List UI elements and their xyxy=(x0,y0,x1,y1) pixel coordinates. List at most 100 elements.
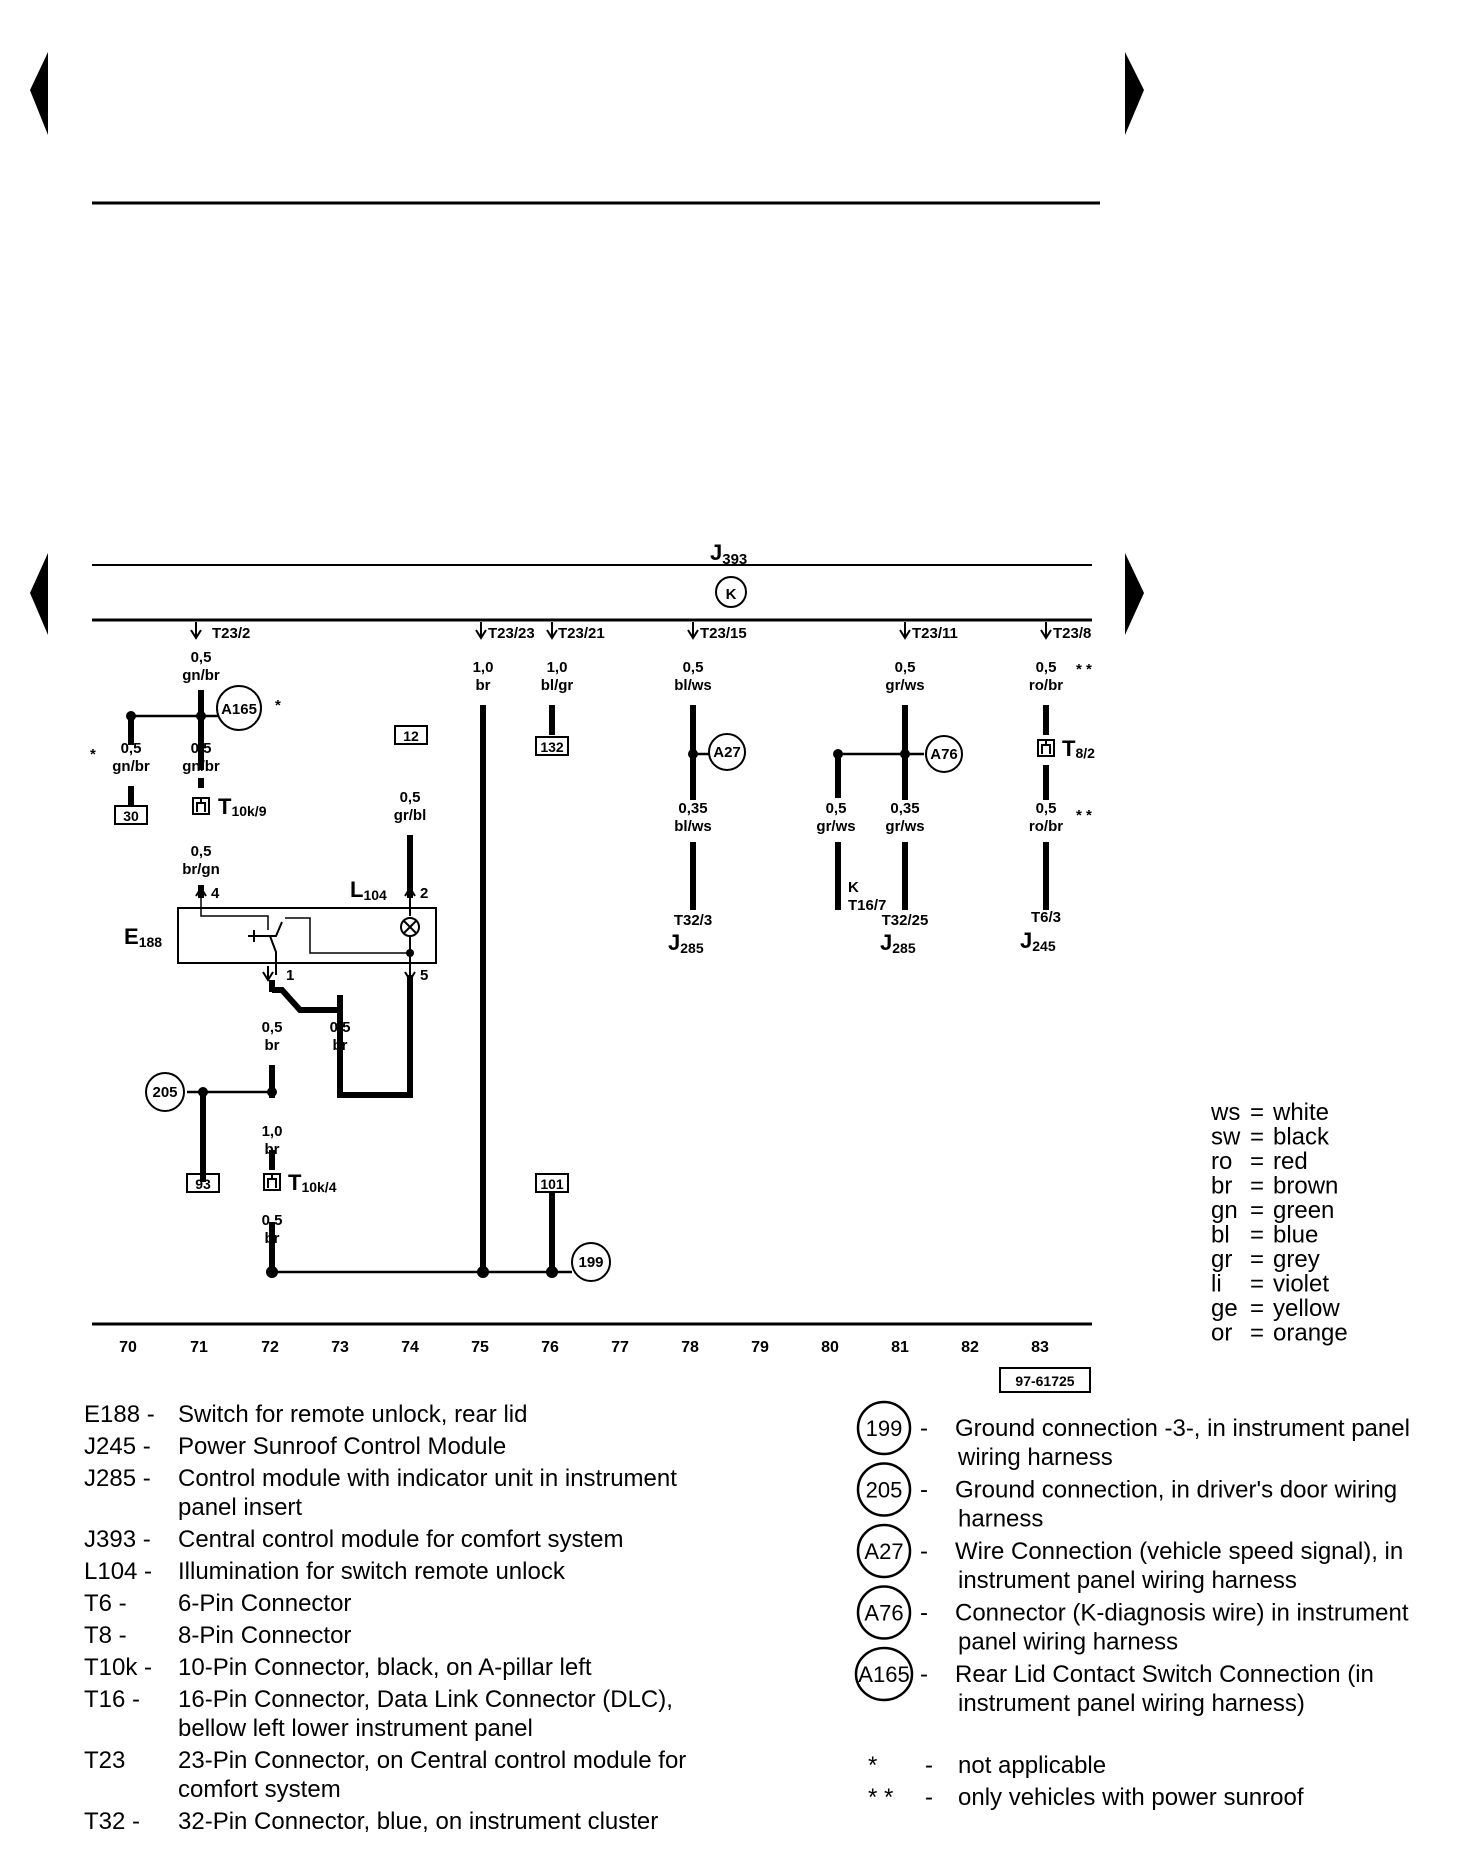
svg-text:br: br xyxy=(265,1230,280,1247)
next-page-arrow-icon[interactable] xyxy=(1125,52,1144,135)
note-dash: - xyxy=(925,1784,933,1811)
ref-boxes xyxy=(114,725,569,1193)
legend-dash: - xyxy=(920,1477,928,1504)
prev-section-arrow-icon[interactable] xyxy=(30,553,48,635)
svg-text:gr/bl: gr/bl xyxy=(394,807,427,824)
svg-text:77: 77 xyxy=(611,1339,629,1356)
component-j285-b: J285 xyxy=(880,930,916,956)
next-section-arrow-icon[interactable] xyxy=(1125,553,1144,635)
legend-circle-icon xyxy=(856,1400,912,1456)
color-name: brown xyxy=(1273,1173,1338,1200)
circle-legend: 199-Ground connection -3-, in instrument… xyxy=(854,1400,1410,1717)
svg-text:0,5: 0,5 xyxy=(330,1019,351,1036)
legend-desc: 8-Pin Connector xyxy=(178,1622,351,1649)
pin-t23-11: T23/11 xyxy=(912,625,958,642)
circle-199: 199 xyxy=(578,1254,603,1271)
color-name: blue xyxy=(1273,1222,1318,1249)
ref-box-30: 30 xyxy=(123,808,139,824)
thin-wires xyxy=(131,714,924,1274)
svg-text:0,5: 0,5 xyxy=(826,800,847,817)
legend-code: J393 - xyxy=(84,1526,151,1553)
svg-text:0,5: 0,5 xyxy=(191,843,212,860)
ref-code: 97-61725 xyxy=(1015,1373,1074,1389)
legend-desc: 32-Pin Connector, blue, on instrument cl… xyxy=(178,1808,658,1835)
legend-dash: - xyxy=(920,1661,928,1688)
pin-5: 5 xyxy=(420,967,428,984)
connector-glyphs xyxy=(192,739,1055,1191)
svg-text:bl/gr: bl/gr xyxy=(541,677,574,694)
legend-desc: 16-Pin Connector, Data Link Connector (D… xyxy=(178,1686,673,1713)
legend-desc: Power Sunroof Control Module xyxy=(178,1433,506,1460)
legend-dash: - xyxy=(920,1538,928,1565)
svg-text:73: 73 xyxy=(331,1339,349,1356)
connector-t10k-4: T10k/4 xyxy=(288,1170,337,1195)
svg-text:0,5: 0,5 xyxy=(1036,659,1057,676)
component-l104: L104 xyxy=(350,877,387,903)
color-eq: = xyxy=(1250,1148,1264,1175)
legend-circle-label: A76 xyxy=(864,1601,903,1626)
color-code: bl xyxy=(1211,1222,1230,1249)
junction-dots xyxy=(126,711,910,1278)
legend-code: J245 - xyxy=(84,1433,151,1460)
connection-circles xyxy=(145,685,963,1282)
legend-desc: Connector (K-diagnosis wire) in instrume… xyxy=(955,1600,1409,1627)
notes-legend: *-not applicable* *-only vehicles with p… xyxy=(868,1752,1304,1811)
svg-text:80: 80 xyxy=(821,1339,839,1356)
svg-text:gr/ws: gr/ws xyxy=(885,818,924,835)
pin-t23-2: T23/2 xyxy=(212,625,250,642)
legend-dash: - xyxy=(920,1600,928,1627)
legend-desc: Ground connection -3-, in instrument pan… xyxy=(955,1415,1410,1442)
pin-t23-21: T23/21 xyxy=(558,625,605,642)
legend-desc: Illumination for switch remote unlock xyxy=(178,1558,566,1585)
color-eq: = xyxy=(1250,1173,1264,1200)
svg-text:81: 81 xyxy=(891,1339,909,1356)
color-name: black xyxy=(1273,1124,1330,1151)
prev-page-arrow-icon[interactable] xyxy=(30,52,48,135)
terminal-t32-25: T32/25 xyxy=(882,912,929,929)
note-dash: - xyxy=(925,1752,933,1779)
color-eq: = xyxy=(1250,1320,1264,1347)
svg-text:75: 75 xyxy=(471,1339,489,1356)
svg-text:ro/br: ro/br xyxy=(1029,677,1063,694)
svg-text:br: br xyxy=(333,1037,348,1054)
color-name: grey xyxy=(1273,1246,1320,1273)
legend-desc: 23-Pin Connector, on Central control mod… xyxy=(178,1747,686,1774)
legend-circle-icon xyxy=(856,1585,912,1640)
color-code: ro xyxy=(1211,1148,1232,1175)
svg-text:0,5: 0,5 xyxy=(895,659,916,676)
color-eq: = xyxy=(1250,1099,1264,1126)
legend-circle-label: A165 xyxy=(858,1662,909,1687)
svg-text:1,0: 1,0 xyxy=(473,659,494,676)
svg-text:bl/ws: bl/ws xyxy=(674,677,712,694)
circle-205: 205 xyxy=(152,1084,177,1101)
color-name: yellow xyxy=(1273,1295,1340,1322)
ref-box-132: 132 xyxy=(540,739,564,755)
legend-desc: Wire Connection (vehicle speed signal), … xyxy=(955,1538,1403,1565)
terminal-t6-3: T6/3 xyxy=(1031,909,1061,926)
ref-code-box xyxy=(999,1367,1091,1393)
svg-text:gr/ws: gr/ws xyxy=(816,818,855,835)
legend-desc-cont: wiring harness xyxy=(957,1444,1113,1471)
legend-code: T10k - xyxy=(84,1654,152,1681)
legend-code: J285 - xyxy=(84,1465,151,1492)
legend-dash: - xyxy=(920,1415,928,1442)
svg-text:J393: J393 xyxy=(710,540,747,568)
svg-text:0,5: 0,5 xyxy=(683,659,704,676)
color-code: sw xyxy=(1211,1124,1241,1151)
terminal-k: K xyxy=(848,879,859,896)
star-w14: * * xyxy=(1076,807,1092,824)
module-pins xyxy=(190,622,1052,640)
svg-text:0,35: 0,35 xyxy=(678,800,707,817)
color-eq: = xyxy=(1250,1295,1264,1322)
svg-text:br/gn: br/gn xyxy=(182,861,220,878)
ref-box-93: 93 xyxy=(195,1176,211,1192)
svg-text:71: 71 xyxy=(190,1339,208,1356)
legend-desc-cont: panel wiring harness xyxy=(958,1629,1178,1656)
legend-desc-cont: comfort system xyxy=(178,1776,341,1803)
svg-text:83: 83 xyxy=(1031,1339,1049,1356)
legend-desc: Control module with indicator unit in in… xyxy=(178,1465,677,1492)
circle-a27: A27 xyxy=(713,744,741,761)
component-legend: E188 -Switch for remote unlock, rear lid… xyxy=(84,1401,686,1835)
legend-circle-label: 205 xyxy=(866,1478,903,1503)
